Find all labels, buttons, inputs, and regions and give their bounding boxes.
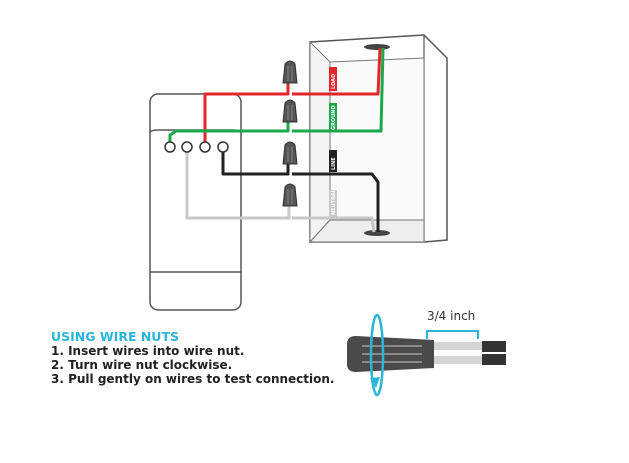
instruction-step: 1. Insert wires into wire nut. (51, 344, 245, 358)
junction-box (308, 34, 448, 244)
instruction-step: 2. Turn wire nut clockwise. (51, 358, 233, 372)
wire-nut-line (282, 141, 298, 165)
black-line-wire (221, 148, 380, 232)
wire-nut-illustration: 3/4 inch (347, 309, 506, 397)
svg-text:GROUND: GROUND (331, 105, 337, 130)
green-ground-wire (168, 47, 385, 147)
wire-nut-ground (282, 99, 298, 123)
svg-text:LOAD: LOAD (331, 74, 337, 89)
measurement-bracket (426, 330, 479, 339)
measurement-label: 3/4 inch (427, 309, 475, 323)
wire-nut-load (282, 60, 298, 84)
instructions-title: USING WIRE NUTS (51, 329, 179, 344)
terminal-line (217, 141, 229, 153)
svg-text:NEUTRAL: NEUTRAL (331, 188, 337, 215)
terminal-neutral (181, 141, 193, 153)
tag-line: LINE (329, 150, 337, 172)
wire-nut-neutral (282, 183, 298, 207)
instructions: USING WIRE NUTS 1. Insert wires into wir… (51, 329, 335, 387)
svg-text:LINE: LINE (331, 157, 337, 170)
switch-device (149, 93, 242, 311)
tag-ground: GROUND (329, 103, 337, 132)
terminal-ground (164, 141, 176, 153)
tag-load: LOAD (329, 67, 337, 91)
red-load-wire (203, 47, 382, 147)
instruction-step: 3. Pull gently on wires to test connecti… (51, 372, 335, 386)
tag-neutral: NEUTRAL (329, 188, 337, 217)
rotation-arrow-icon (369, 313, 385, 397)
terminal-load (199, 141, 211, 153)
switch-terminals (164, 141, 229, 153)
gray-neutral-wire (185, 147, 376, 233)
